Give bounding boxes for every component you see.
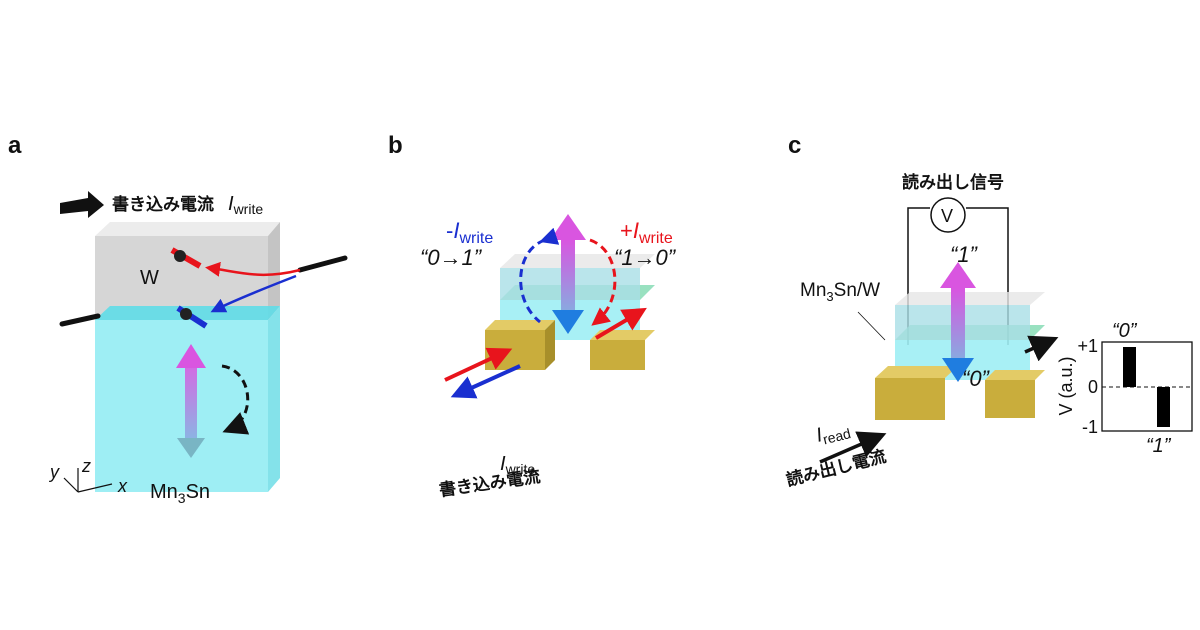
current-arrow-blue xyxy=(450,364,521,399)
spin-current-red xyxy=(205,261,301,277)
read-current-out-arrow xyxy=(1024,335,1059,362)
panel-label-a: a xyxy=(8,132,22,159)
state-0-label-c: “0” xyxy=(962,366,991,391)
y-axis-label: V (a.u.) xyxy=(1056,356,1076,415)
switch-arrow-blue xyxy=(519,227,560,324)
ytick-0: 0 xyxy=(1088,377,1098,397)
category-label-0: “0” xyxy=(1112,320,1138,342)
axis-y-label: y xyxy=(48,462,60,482)
current-arrow-red-left xyxy=(444,347,513,382)
i-write-symbol-b: Iwrite xyxy=(500,453,535,477)
ytick-plus1: +1 xyxy=(1077,336,1098,356)
voltmeter-icon xyxy=(930,197,966,233)
mn3sn-w-label: Mn3Sn/W xyxy=(800,280,880,304)
spin-blue-icon xyxy=(176,305,208,329)
neg-i-write-label: -Iwrite xyxy=(446,218,493,247)
axis-z-label: z xyxy=(81,456,91,476)
readout-bar-chart: +1 0 -1 V (a.u.) “0” “1” xyxy=(1056,320,1193,457)
switch-arrow-red xyxy=(589,238,617,326)
current-arrow-red-right xyxy=(594,307,647,340)
pointer-line xyxy=(857,311,886,341)
axis-x-label: x xyxy=(117,476,128,496)
panel-label-c: c xyxy=(788,132,801,159)
spin-red-icon xyxy=(170,247,202,269)
magnetization-arrow-a xyxy=(176,344,206,458)
i-write-symbol-a: Iwrite xyxy=(228,193,263,217)
read-current-label: 読み出し電流 xyxy=(784,446,888,491)
spin-current-blue xyxy=(210,274,297,313)
transition-1-to-0: “1→0” xyxy=(614,245,677,270)
voltmeter-label: V xyxy=(941,206,953,226)
magnetization-arrow-c xyxy=(940,262,976,382)
mn3sn-label-a: Mn3Sn xyxy=(150,481,210,506)
pos-i-write-label: +Iwrite xyxy=(620,218,673,247)
write-current-label-b: 書き込み電流 xyxy=(438,466,542,501)
lead-left xyxy=(59,313,101,327)
w-mn3sn-stack xyxy=(95,222,280,492)
bar-0 xyxy=(1123,347,1136,387)
bar-1 xyxy=(1157,387,1170,427)
current-direction-arrow xyxy=(60,191,104,218)
transition-0-to-1: “0→1” xyxy=(420,245,483,270)
state-1-label-c: “1” xyxy=(950,242,979,267)
read-current-in-arrow xyxy=(819,431,887,464)
category-label-1: “1” xyxy=(1146,435,1172,457)
switching-arrow-a xyxy=(221,364,250,435)
i-read-symbol: Iread xyxy=(814,417,852,448)
coordinate-axes xyxy=(63,468,113,493)
w-layer-label: W xyxy=(140,267,159,289)
read-signal-label: 読み出し信号 xyxy=(902,172,1004,193)
panel-label-b: b xyxy=(388,132,403,159)
ytick-minus1: -1 xyxy=(1082,417,1098,437)
write-current-label-a: 書き込み電流 xyxy=(112,194,214,215)
lead-right xyxy=(297,255,348,273)
